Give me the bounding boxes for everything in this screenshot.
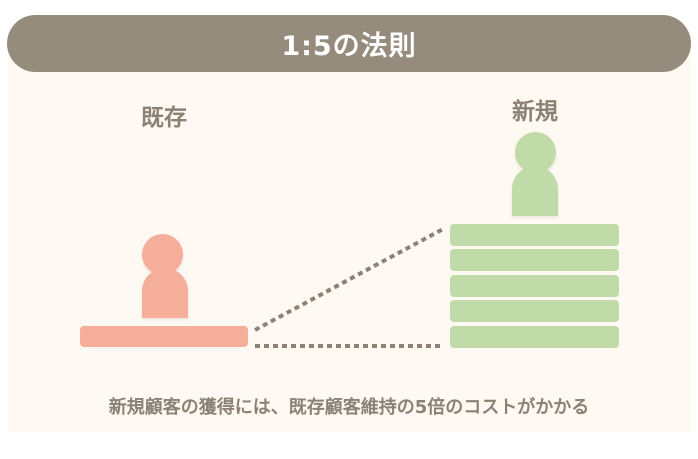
new-label: 新規 [512, 99, 558, 125]
existing-person-body [142, 268, 188, 318]
diagonal-dotted-line [254, 226, 446, 332]
new-cost-bar [450, 224, 619, 246]
caption: 新規顧客の獲得には、既存顧客維持の5倍のコストがかかる [108, 397, 590, 418]
diagram-title: 1:5の法則 [281, 31, 417, 62]
new-cost-bar [450, 326, 619, 348]
new-person-body [512, 166, 558, 216]
existing-cost-bar [80, 326, 248, 347]
new-cost-bar [450, 300, 619, 322]
existing-label: 既存 [141, 105, 187, 131]
title-banner: 1:5の法則 [7, 15, 691, 72]
new-cost-bar [450, 275, 619, 297]
new-cost-bar [450, 249, 619, 271]
